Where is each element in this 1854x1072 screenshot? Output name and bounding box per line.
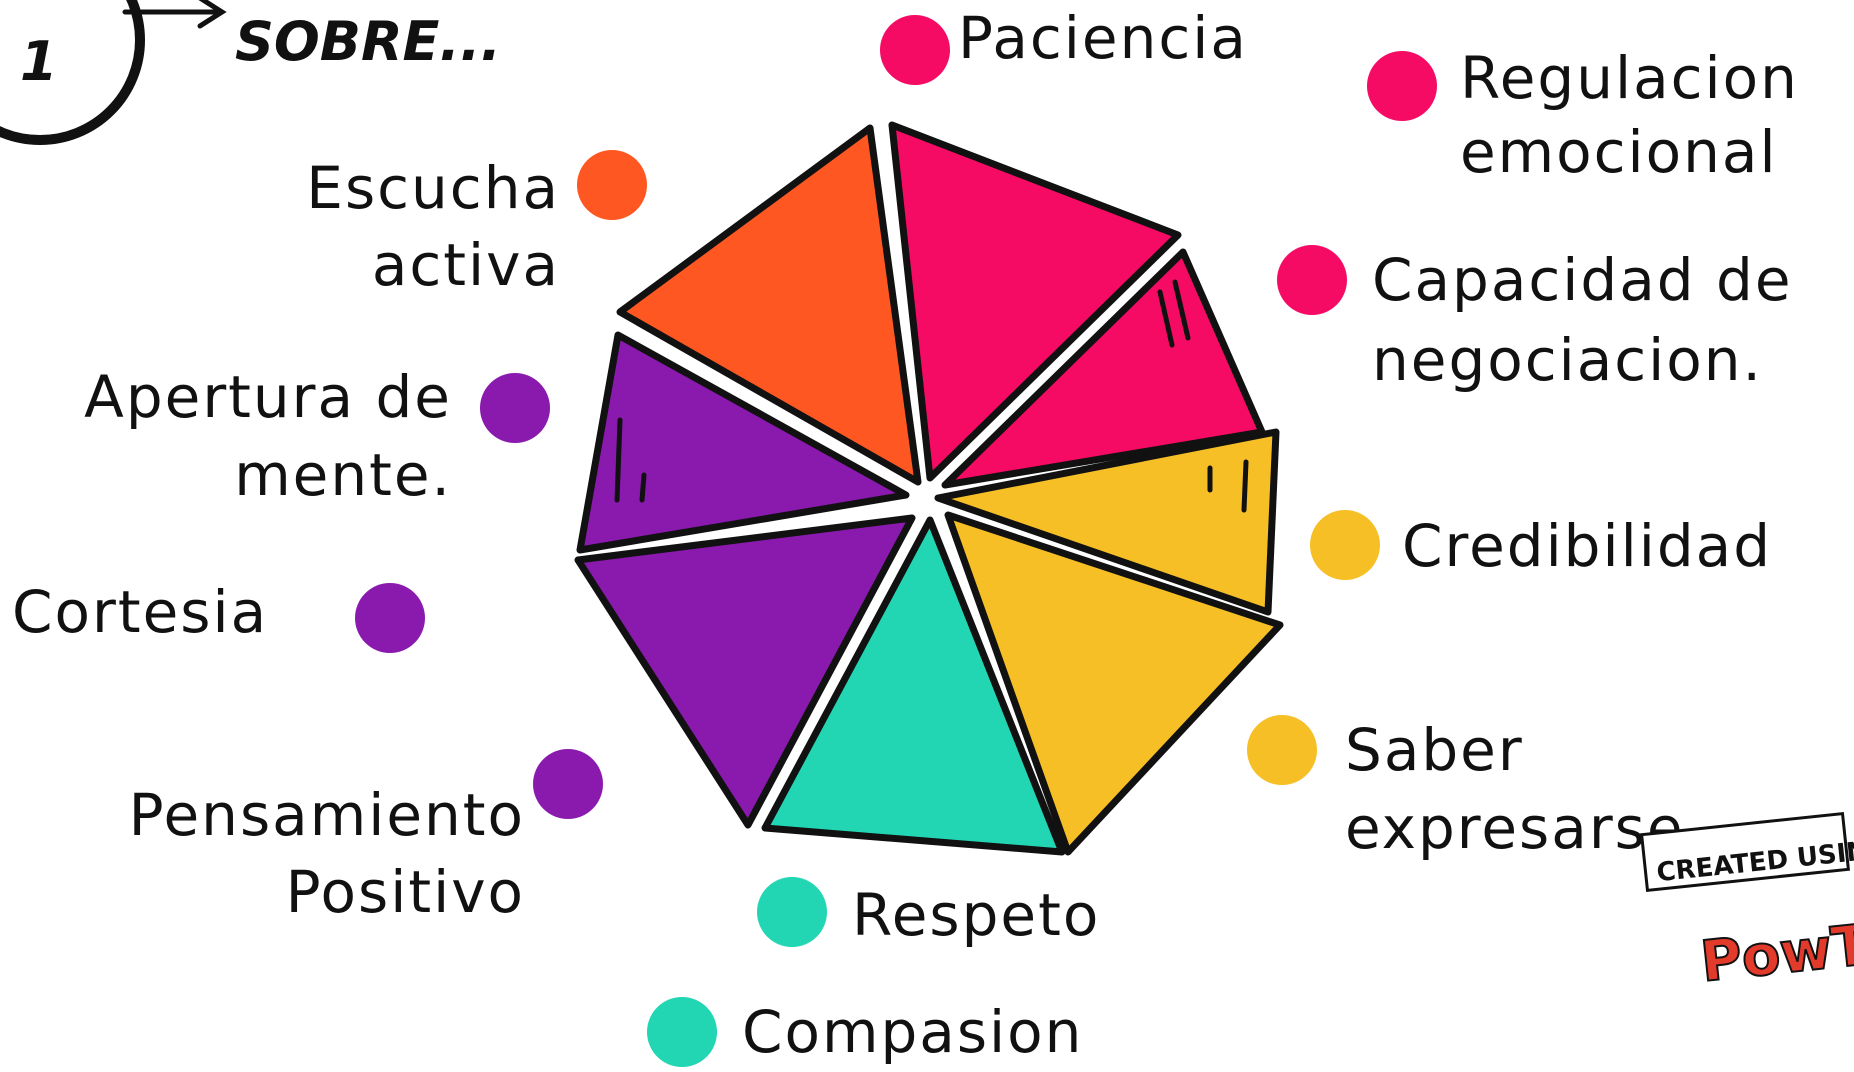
wedge-apertura: [576, 331, 910, 554]
label-compasion: Compasion: [742, 998, 1083, 1066]
dot-capacidad: [1277, 245, 1347, 315]
label-paciencia: Paciencia: [958, 4, 1248, 72]
label-escucha-line2: activa: [372, 231, 560, 299]
label-capacidad-line1: Capacidad de: [1372, 246, 1793, 314]
label-pensamiento-line1: Pensamiento: [129, 781, 525, 849]
label-regulacion-line2: emocional: [1460, 118, 1778, 186]
wedge-respeto: [761, 516, 1066, 856]
dot-cortesia: [355, 583, 425, 653]
legend-dots: [355, 15, 1437, 1067]
wedge-paciencia: [888, 121, 1182, 482]
label-regulacion-line1: Regulacion: [1460, 44, 1799, 112]
label-credibilidad: Credibilidad: [1402, 512, 1772, 580]
dot-saber: [1247, 715, 1317, 785]
dot-regulacion: [1367, 51, 1437, 121]
wedge-diagram: [574, 121, 1284, 856]
dot-pensamiento: [533, 749, 603, 819]
label-apertura-line2: mente.: [234, 441, 452, 509]
label-capacidad-line2: negociacion.: [1372, 326, 1763, 394]
wedge-pensamiento-cortesia: [574, 514, 916, 829]
label-escucha-line1: Escucha: [306, 154, 560, 222]
dot-paciencia: [880, 15, 950, 85]
dot-compasion: [647, 997, 717, 1067]
label-saber-line2: expresarse: [1345, 794, 1685, 862]
labels: Paciencia Regulacion emocional Escucha a…: [12, 4, 1799, 1066]
step-circle: [0, 0, 145, 145]
watermark-logo: PowT: [1698, 913, 1854, 995]
dot-credibilidad: [1310, 510, 1380, 580]
label-cortesia: Cortesia: [12, 578, 268, 646]
dot-respeto: [757, 877, 827, 947]
label-apertura-line1: Apertura de: [84, 363, 452, 431]
header: 1 SOBRE...: [0, 0, 501, 145]
arrow-icon: [122, 0, 227, 29]
dot-apertura: [480, 373, 550, 443]
wedge-escucha-activa: [616, 124, 922, 486]
step-number: 1: [20, 30, 58, 93]
label-saber-line1: Saber: [1345, 716, 1524, 784]
powtoon-watermark: CREATED USING PowT: [1639, 811, 1854, 996]
wedge-credibilidad: [934, 428, 1280, 616]
label-respeto: Respeto: [852, 881, 1100, 949]
dot-escucha: [577, 150, 647, 220]
header-text: SOBRE...: [235, 10, 501, 73]
label-pensamiento-line2: Positivo: [286, 858, 525, 926]
wedge-saber-expresarse: [944, 511, 1284, 856]
sketch-marks: [614, 279, 1249, 513]
